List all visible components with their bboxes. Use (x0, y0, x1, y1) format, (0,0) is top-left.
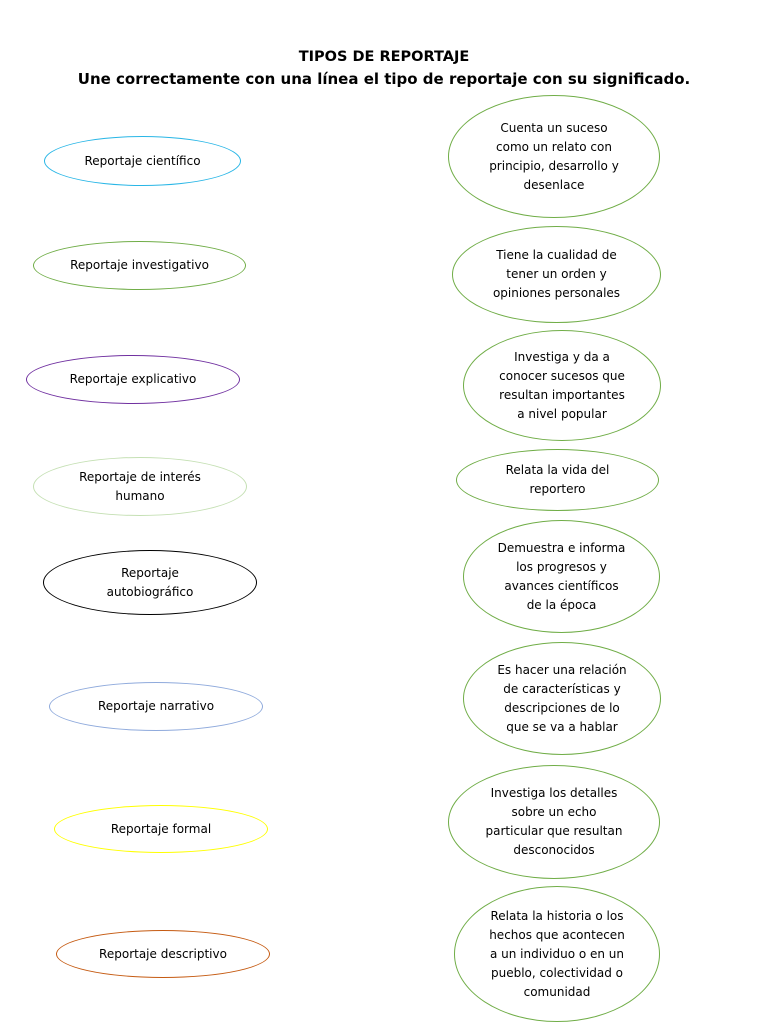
significado-text: Relata la historia o los hechos que acon… (489, 908, 625, 999)
tipo-oval-cientifico[interactable]: Reportaje científico (44, 136, 241, 186)
tipo-oval-formal[interactable]: Reportaje formal (54, 805, 268, 853)
significado-oval-8[interactable]: Relata la historia o los hechos que acon… (454, 886, 660, 1022)
significado-text: Investiga los detalles sobre un echo par… (485, 786, 623, 857)
significado-text: Es hacer una relación de características… (497, 662, 627, 734)
tipo-label: Reportaje investigativo (70, 258, 209, 272)
page-title: TIPOS DE REPORTAJE (298, 49, 470, 65)
significado-text: Tiene la cualidad de tener un orden y op… (492, 248, 621, 300)
tipo-oval-interes-humano[interactable]: Reportaje de interés humano (33, 457, 247, 516)
significado-text: Cuenta un suceso como un relato con prin… (489, 120, 619, 192)
significado-text: Demuestra e informa los progresos y avan… (497, 540, 626, 612)
tipo-label: Reportaje descriptivo (99, 946, 227, 961)
significado-oval-7[interactable]: Investiga los detalles sobre un echo par… (448, 765, 660, 879)
significado-oval-1[interactable]: Cuenta un suceso como un relato con prin… (448, 95, 660, 218)
tipo-oval-descriptivo[interactable]: Reportaje descriptivo (56, 930, 270, 978)
tipo-label: Reportaje científico (84, 153, 201, 168)
significado-oval-2[interactable]: Tiene la cualidad de tener un orden y op… (452, 226, 661, 323)
tipo-label: Reportaje de interés humano (79, 469, 201, 503)
tipo-oval-explicativo[interactable]: Reportaje explicativo (26, 355, 240, 404)
significado-oval-4[interactable]: Relata la vida del reportero (456, 449, 659, 511)
tipo-oval-narrativo[interactable]: Reportaje narrativo (49, 682, 263, 731)
significado-oval-5[interactable]: Demuestra e informa los progresos y avan… (463, 520, 660, 633)
tipo-label: Reportaje narrativo (97, 699, 215, 713)
tipo-label: Reportaje autobiográfico (106, 565, 194, 599)
tipo-oval-autobiografico[interactable]: Reportaje autobiográfico (43, 550, 257, 615)
instruction-text: Une correctamente con una línea el tipo … (77, 70, 691, 88)
significado-text: Relata la vida del reportero (505, 463, 610, 496)
significado-oval-6[interactable]: Es hacer una relación de características… (463, 642, 661, 755)
significado-text: Investiga y da a conocer sucesos que res… (499, 349, 625, 421)
significado-oval-3[interactable]: Investiga y da a conocer sucesos que res… (463, 330, 661, 441)
tipo-label: Reportaje formal (110, 821, 212, 836)
tipo-label: Reportaje explicativo (69, 372, 197, 386)
tipo-oval-investigativo[interactable]: Reportaje investigativo (33, 241, 246, 290)
